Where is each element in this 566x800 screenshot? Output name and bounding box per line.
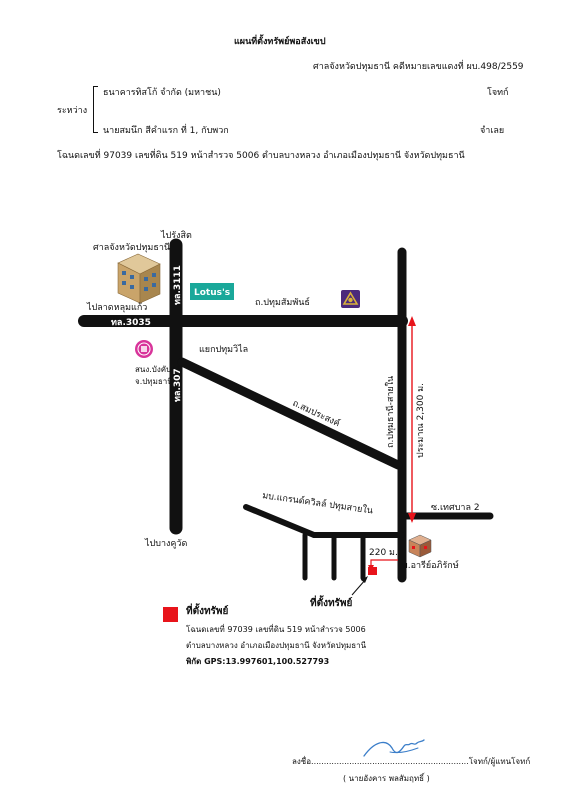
court-building-icon xyxy=(117,253,161,304)
legend-location: ตำบลบางหลวง อำเภอเมืองปทุมธานี จังหวัดปท… xyxy=(186,641,367,650)
to-rangsit-label: ไปรังสิต xyxy=(160,230,192,241)
pathum-sampan-label: ถ.ปทุมสัมพันธ์ xyxy=(255,296,310,308)
legend-deed: โฉนดเลขที่ 97039 เลขที่ดิน 519 หน้าสำรวจ… xyxy=(186,625,366,634)
deed-line: โฉนดเลขที่ 97039 เลขที่ดิน 519 หน้าสำรวจ… xyxy=(57,151,465,161)
sign-prefix: ลงชื่อ xyxy=(292,757,312,766)
property-pointer-arrow xyxy=(351,576,368,596)
enforcement-office-line2: จ.ปทุมธานี xyxy=(135,377,173,386)
signer-name: ( นายอังคาร พลสัมฤทธิ์ ) xyxy=(343,774,430,783)
soi-thetsaban-label: ซ.เทศบาล 2 xyxy=(431,503,480,513)
distance-2300-label: ประมาณ 2,300 ม. xyxy=(416,383,426,458)
to-lat-lum-kaeo-label: ไปลาดหลุมแก้ว xyxy=(86,302,147,313)
court-label: ศาลจังหวัดปทุมธานี xyxy=(93,242,170,253)
road-samprasong-diagonal xyxy=(177,357,403,470)
distance-220-label: 220 ม. xyxy=(369,548,398,558)
enforcement-office-logo-icon xyxy=(135,340,153,358)
company-label: บ.อารีย์อภิรักษ์ xyxy=(402,559,459,571)
property-arrow-label: ที่ตั้งทรัพย์ xyxy=(310,595,353,609)
road-307-label: ทล.307 xyxy=(173,368,183,402)
bank-logo-icon xyxy=(341,290,360,308)
court-case-number: ศาลจังหวัดปทุมธานี คดีหมายเลขแดงที่ ผบ.4… xyxy=(313,62,524,72)
signature-role: โจทก์/ผู้แทนโจทก์ xyxy=(468,757,531,766)
road-village-diagonal xyxy=(243,504,317,538)
distance-arrow-2300 xyxy=(408,316,416,523)
road-3111-label: ทล.3111 xyxy=(173,265,183,305)
legend-red-swatch xyxy=(163,607,178,622)
road-3035-label: ทล.3035 xyxy=(111,318,151,328)
roads xyxy=(78,238,494,583)
legend-gps: พิกัด GPS:13.997601,100.527793 xyxy=(186,657,330,666)
pathum-sai-nai-road-label: ถ.ปทุมธานี-สายใน xyxy=(385,376,396,448)
plaintiff-name: ธนาคารทิสโก้ จำกัด (มหาชน) xyxy=(103,88,221,98)
page-title: แผนที่ตั้งทรัพย์พอสังเขป xyxy=(234,37,326,47)
lotus-logo-text: Lotus's xyxy=(194,288,230,298)
signature-line: ลงชื่อ..................................… xyxy=(292,755,530,768)
pathum-wilai-label: แยกปทุมวิไล xyxy=(199,344,248,355)
signature-dots: ........................................… xyxy=(311,757,469,766)
legend-title: ที่ตั้งทรัพย์ xyxy=(186,606,229,617)
company-building-icon xyxy=(408,534,432,558)
party-bracket xyxy=(93,86,98,133)
property-marker xyxy=(368,567,377,575)
lotus-logo-icon xyxy=(190,283,234,300)
village-label: มบ.แกรนด์ควิลล์ ปทุมสายใน xyxy=(262,489,374,516)
defendant-role: จำเลย xyxy=(480,126,505,136)
plaintiff-role: โจทก์ xyxy=(487,88,509,98)
to-bang-khu-wat-label: ไปบางคูวัด xyxy=(144,538,187,549)
defendant-name: นายสมนึก สีคำแรก ที่ 1, กับพวก xyxy=(103,126,229,136)
signature-scribble xyxy=(363,739,425,757)
enforcement-office-line1: สนง.บังคับคดี xyxy=(135,365,182,374)
between-label: ระหว่าง xyxy=(57,106,88,116)
